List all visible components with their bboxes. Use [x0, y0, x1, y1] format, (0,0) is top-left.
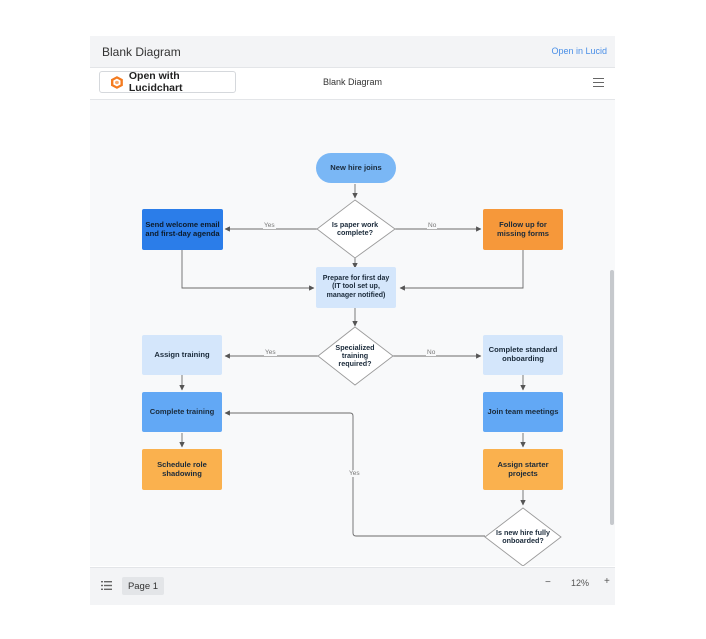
decision3-diamond: [484, 507, 562, 566]
send-welcome-node[interactable]: Send welcome email and first-day agenda: [142, 209, 223, 250]
join-meetings-node[interactable]: Join team meetings: [483, 392, 563, 432]
starter-projects-node[interactable]: Assign starter projects: [483, 449, 563, 490]
open-button-label: Open with Lucidchart: [128, 70, 183, 94]
zoom-level: 12%: [571, 578, 590, 588]
diagram-canvas[interactable]: New hire joins Is paper work complete? S…: [90, 100, 615, 566]
bottom-bar: Page 1 − 12% +: [90, 567, 615, 605]
assign-training-node[interactable]: Assign training: [142, 335, 222, 375]
edge-label-yes-2: Yes: [264, 349, 277, 356]
lucidchart-logo-icon: [111, 75, 123, 89]
decision3-label: Is new hire fully onboarded?: [496, 527, 550, 545]
hamburger-icon[interactable]: [593, 78, 604, 87]
zoom-in-button[interactable]: +: [604, 576, 610, 587]
decision1-diamond: [316, 199, 396, 259]
edge-label-yes-1: Yes: [263, 222, 276, 229]
complete-standard-node[interactable]: Complete standard onboarding: [483, 335, 563, 375]
start-node[interactable]: New hire joins: [316, 153, 396, 183]
edge-label-yes-3: Yes: [348, 470, 361, 477]
open-in-lucid-link[interactable]: Open in Lucid: [551, 46, 607, 56]
vertical-scrollbar[interactable]: [610, 270, 614, 525]
decision2-label: Specialized training required?: [335, 342, 375, 369]
edge-label-no-1: No: [427, 222, 438, 229]
document-title: Blank Diagram: [102, 45, 181, 59]
open-with-lucidchart-button[interactable]: Open with Lucidchart: [99, 70, 236, 94]
schedule-shadowing-node[interactable]: Schedule role shadowing: [142, 449, 222, 490]
edge-label-no-2: No: [426, 349, 437, 356]
lucid-embed-window: Blank Diagram Open in Lucid Open with Lu…: [90, 36, 615, 605]
follow-up-node[interactable]: Follow up for missing forms: [483, 209, 563, 250]
prepare-node[interactable]: Prepare for first day (IT tool set up, m…: [316, 267, 396, 308]
toolbar-document-title: Blank Diagram: [322, 77, 383, 87]
title-bar: Blank Diagram Open in Lucid: [90, 36, 615, 68]
edge-followup-to-prepare: [399, 250, 524, 291]
decision1-label: Is paper work complete?: [331, 219, 379, 237]
zoom-out-button[interactable]: −: [545, 577, 551, 588]
complete-training-node[interactable]: Complete training: [142, 392, 222, 432]
toolbar: Open with Lucidchart Blank Diagram: [90, 68, 615, 100]
page-tab[interactable]: Page 1: [122, 577, 164, 595]
edge-welcome-to-prepare: [181, 250, 315, 291]
decision2-diamond: [317, 326, 394, 386]
page-list-icon[interactable]: [101, 581, 112, 590]
connector-layer: [179, 184, 562, 566]
